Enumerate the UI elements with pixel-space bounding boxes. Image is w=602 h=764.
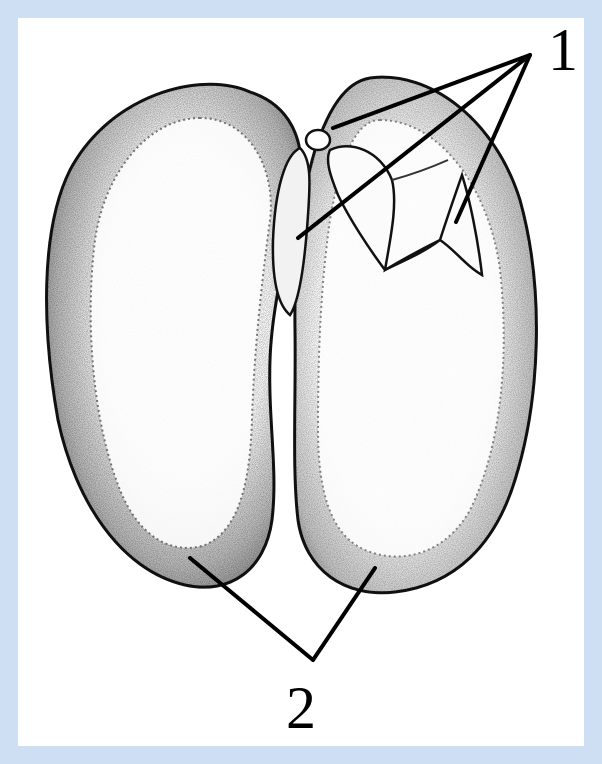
- left-cotyledon: [47, 84, 301, 587]
- label-1: 1: [548, 20, 578, 80]
- label-2: 2: [286, 678, 316, 738]
- embryo-tip: [306, 130, 330, 150]
